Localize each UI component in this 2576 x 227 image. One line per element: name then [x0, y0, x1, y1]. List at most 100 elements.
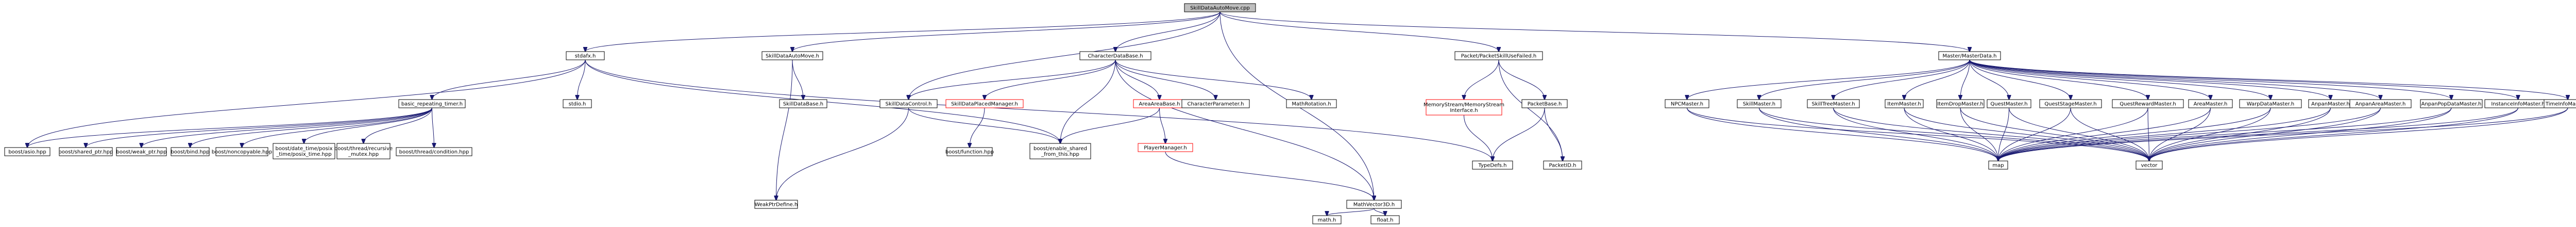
- node-warpm[interactable]: WarpDataMaster.h: [2239, 99, 2302, 108]
- node-packetbase[interactable]: PacketBase.h: [1521, 99, 1568, 108]
- node-warpm-box: [2239, 99, 2302, 108]
- edge-anpanaream-to-vector: [2149, 107, 2381, 161]
- node-asio[interactable]: boost/asio.hpp: [4, 147, 50, 156]
- node-questrewm[interactable]: QuestRewardMaster.h: [2112, 99, 2184, 108]
- node-mathvec[interactable]: MathVector3D.h: [1346, 200, 1402, 209]
- node-skillctrl[interactable]: SkillDataControl.h: [879, 99, 938, 108]
- node-bind[interactable]: boost/bind.hpp: [171, 147, 210, 156]
- node-weakptrdef-label-line-0: WeakPtrDefine.h: [755, 202, 798, 208]
- edge-skillctrl-to-enableshared: [908, 107, 1061, 143]
- node-playerm[interactable]: PlayerManager.h: [1138, 143, 1193, 152]
- edge-stdafx-to-typedefs: [585, 59, 1493, 161]
- node-recmutex-label-line-1: _mutex.hpp: [348, 152, 379, 157]
- node-charparam[interactable]: CharacterParameter.h: [1181, 99, 1250, 108]
- node-typedefs[interactable]: TypeDefs.h: [1472, 160, 1513, 170]
- node-enableshared-label-line-1: _from_this.hpp: [1041, 152, 1079, 157]
- node-stdioh-label-line-0: stdio.h: [569, 102, 586, 107]
- edge-master-to-warpm: [1969, 59, 2270, 100]
- edge-tmenum-to-map: [1998, 107, 2568, 161]
- node-stdioh-box: [563, 99, 592, 108]
- node-anpanpopm[interactable]: AnpanPopDataMaster.h: [2420, 99, 2483, 108]
- node-stdafx[interactable]: stdafx.h: [566, 51, 605, 60]
- node-stdafx-box: [566, 51, 605, 60]
- edge-master-to-npcm: [1687, 59, 1970, 100]
- edge-skillm-to-map: [1759, 107, 1998, 161]
- edge-instancem-to-map: [1998, 107, 2518, 161]
- node-sharedptr[interactable]: boost/shared_ptr.hpp: [59, 147, 113, 156]
- node-brt[interactable]: basic_repeating_timer.h: [398, 99, 466, 108]
- node-packetbase-box: [1521, 99, 1568, 108]
- edge-aream-to-map: [1998, 107, 2211, 161]
- node-weakptr[interactable]: boost/weak_ptr.hpp: [116, 147, 167, 156]
- node-queststagem-box: [2039, 99, 2102, 108]
- node-sdah[interactable]: SkillDataAutoMove.h: [761, 51, 823, 60]
- node-anpanm[interactable]: AnpanMaster.h: [2308, 99, 2353, 108]
- edge-charbase-to-mathrot: [1115, 59, 1312, 100]
- edge-questm-to-vector: [2009, 107, 2149, 161]
- node-mathh[interactable]: math.h: [1312, 215, 1342, 224]
- node-master[interactable]: Master/MasterData.h: [1938, 51, 2001, 60]
- node-memstream-label-line-0: MemoryStream/MemoryStream: [1423, 102, 1504, 108]
- node-itemdropm[interactable]: ItemDropMaster.h: [1936, 99, 1985, 108]
- node-mathrot[interactable]: MathRotation.h: [1286, 99, 1337, 108]
- node-packet[interactable]: Packet/PacketSkillUseFailed.h: [1454, 51, 1543, 60]
- node-questm[interactable]: QuestMaster.h: [1987, 99, 2031, 108]
- node-posixtime-label-line-1: _time/posix_time.hpp: [276, 152, 331, 157]
- node-noncopy[interactable]: boost/noncopyable.hpp: [212, 147, 272, 156]
- node-sdah-label-line-0: SkillDataAutoMove.h: [766, 54, 819, 59]
- edge-npcm-to-vector: [1687, 107, 2149, 161]
- node-enableshared[interactable]: boost/enable_shared_from_this.hpp: [1029, 143, 1091, 159]
- node-floath[interactable]: float.h: [1370, 215, 1400, 224]
- node-vector[interactable]: vector: [2136, 160, 2163, 170]
- edge-brt-to-weakptr: [142, 107, 432, 148]
- node-root-box: [1184, 3, 1256, 12]
- edge-anpanpopm-to-vector: [2149, 107, 2452, 161]
- edge-master-to-questrewm: [1969, 59, 2148, 100]
- node-skilltreem-label-line-0: SkillTreeMaster.h: [1811, 102, 1855, 107]
- node-anpanaream[interactable]: AnpanAreaMaster.h: [2349, 99, 2412, 108]
- node-posixtime[interactable]: boost/date_time/posix_time/posix_time.hp…: [273, 143, 335, 159]
- node-anpanaream-label-line-0: AnpanAreaMaster.h: [2355, 102, 2406, 107]
- node-packetid[interactable]: PacketID.h: [1543, 160, 1582, 170]
- node-areabase[interactable]: AreaAreaBase.h: [1133, 99, 1186, 108]
- node-skilltreem[interactable]: SkillTreeMaster.h: [1807, 99, 1860, 108]
- edge-charbase-to-skillctrl: [909, 59, 1116, 100]
- node-function[interactable]: boost/function.hpp: [945, 147, 994, 156]
- node-tmenum[interactable]: TimeInfoMaster.h: [2544, 99, 2576, 108]
- node-stdioh[interactable]: stdio.h: [563, 99, 592, 108]
- node-anpanpopm-box: [2420, 99, 2483, 108]
- node-npcm-box: [1665, 99, 1709, 108]
- node-posixtime-box: [273, 143, 335, 159]
- node-itemm[interactable]: ItemMaster.h: [1885, 99, 1924, 108]
- node-charparam-box: [1181, 99, 1250, 108]
- node-aream[interactable]: AreaMaster.h: [2188, 99, 2233, 108]
- edge-anpanm-to-map: [1998, 107, 2331, 161]
- node-sdpm[interactable]: SkillDataPlacedManager.h: [945, 99, 1024, 108]
- node-skillm-box: [1737, 99, 1782, 108]
- node-memstream-box: [1426, 99, 1502, 116]
- node-weakptrdef[interactable]: WeakPtrDefine.h: [754, 200, 798, 209]
- node-instancem[interactable]: InstanceInfoMaster.h: [2484, 99, 2552, 108]
- edge-stdafx-to-brt: [432, 59, 586, 100]
- node-recmutex[interactable]: boost/thread/recursive_mutex.hpp: [334, 143, 393, 159]
- node-root[interactable]: SkillDataAutoMove.cpp: [1184, 3, 1256, 12]
- edge-root-to-packet: [1219, 11, 1499, 52]
- node-brt-box: [398, 99, 466, 108]
- node-condition[interactable]: boost/thread/condition.hpp: [396, 147, 472, 156]
- edge-sdah-to-sdbase: [792, 59, 803, 100]
- node-sdbase[interactable]: SkillDataBase.h: [779, 99, 827, 108]
- node-sharedptr-box: [59, 147, 113, 156]
- edge-master-to-instancem: [1969, 59, 2518, 100]
- node-charparam-label-line-0: CharacterParameter.h: [1188, 102, 1244, 107]
- node-skillm[interactable]: SkillMaster.h: [1737, 99, 1782, 108]
- node-mathrot-box: [1286, 99, 1337, 108]
- node-npcm[interactable]: NPCMaster.h: [1665, 99, 1709, 108]
- node-map[interactable]: map: [1988, 160, 2008, 170]
- node-skilltreem-box: [1807, 99, 1860, 108]
- node-tmenum-box: [2544, 99, 2576, 108]
- node-sdbase-label-line-0: SkillDataBase.h: [783, 102, 823, 107]
- edge-skillm-to-vector: [1759, 107, 2149, 161]
- node-charbase[interactable]: CharacterDataBase.h: [1079, 51, 1151, 60]
- node-queststagem[interactable]: QuestStageMaster.h: [2039, 99, 2102, 108]
